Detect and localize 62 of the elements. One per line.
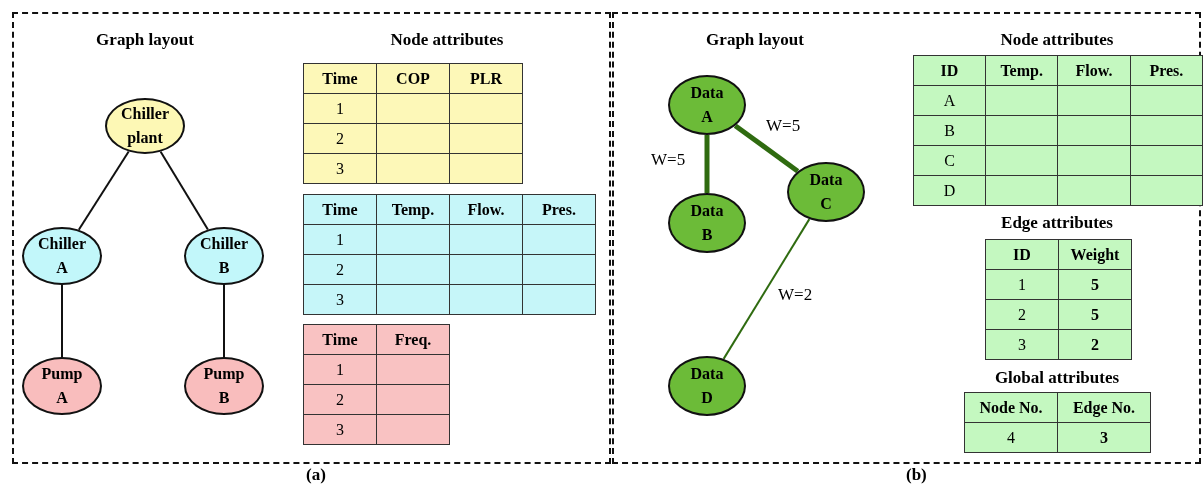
header-cell: Time (303, 194, 377, 225)
ellipse-node: Data B (668, 193, 746, 253)
section-heading: Graph layout (96, 30, 194, 50)
table-cell: 3 (303, 284, 377, 315)
header-cell: PLR (449, 63, 523, 94)
section-heading: Node attributes (390, 30, 504, 50)
connector-line (61, 284, 63, 358)
header-cell: Time (303, 63, 377, 94)
header-cell: Temp. (376, 194, 450, 225)
connector-line (722, 218, 811, 360)
ellipse-node: Chiller plant (105, 98, 185, 154)
header-cell: Flow. (449, 194, 523, 225)
header-cell: ID (985, 239, 1059, 270)
table-cell: B (913, 115, 986, 146)
header-cell: Edge No. (1057, 392, 1151, 423)
section-heading: Edge attributes (1001, 213, 1113, 233)
section-heading: Global attributes (994, 368, 1120, 388)
table-cell: 1 (303, 224, 377, 255)
header-cell: Pres. (522, 194, 596, 225)
table-cell: 1 (303, 93, 377, 124)
ellipse-node: Chiller B (184, 227, 264, 285)
connector-line (704, 135, 710, 193)
table-cell: 1 (303, 354, 377, 385)
ellipse-node: Pump A (22, 357, 102, 415)
connector-line (733, 123, 800, 174)
table-cell: 3 (985, 329, 1059, 360)
connector-line (159, 150, 209, 231)
table-cell: A (913, 85, 986, 116)
table-cell: 2 (303, 254, 377, 285)
section-heading: Node attributes (1000, 30, 1114, 50)
table-cell: 3 (303, 414, 377, 445)
ellipse-node: Data A (668, 75, 746, 135)
table-cell: 3 (303, 153, 377, 184)
ellipse-node: Pump B (184, 357, 264, 415)
connector-line (77, 150, 130, 231)
panel-caption: (a) (306, 465, 326, 485)
header-cell: Node No. (964, 392, 1058, 423)
ellipse-node: Data D (668, 356, 746, 416)
table-cell: 4 (964, 422, 1058, 453)
header-cell: Pres. (1130, 55, 1203, 86)
table-cell: 5 (1058, 299, 1132, 330)
header-cell: Freq. (376, 324, 450, 355)
table-cell: 2 (303, 384, 377, 415)
table-cell: 2 (985, 299, 1059, 330)
ellipse-node: Chiller A (22, 227, 102, 285)
table-cell: 1 (985, 269, 1059, 300)
header-cell: Temp. (985, 55, 1058, 86)
connector-line (223, 284, 225, 358)
ellipse-node: Data C (787, 162, 865, 222)
panel-caption: (b) (906, 465, 927, 485)
section-heading: Graph layout (706, 30, 804, 50)
header-cell: Time (303, 324, 377, 355)
table-cell: 3 (1057, 422, 1151, 453)
header-cell: ID (913, 55, 986, 86)
table-cell: 5 (1058, 269, 1132, 300)
table-cell: D (913, 175, 986, 206)
header-cell: Flow. (1057, 55, 1131, 86)
header-cell: COP (376, 63, 450, 94)
table-cell: C (913, 145, 986, 176)
header-cell: Weight (1058, 239, 1132, 270)
table-cell: 2 (303, 123, 377, 154)
table-cell: 2 (1058, 329, 1132, 360)
